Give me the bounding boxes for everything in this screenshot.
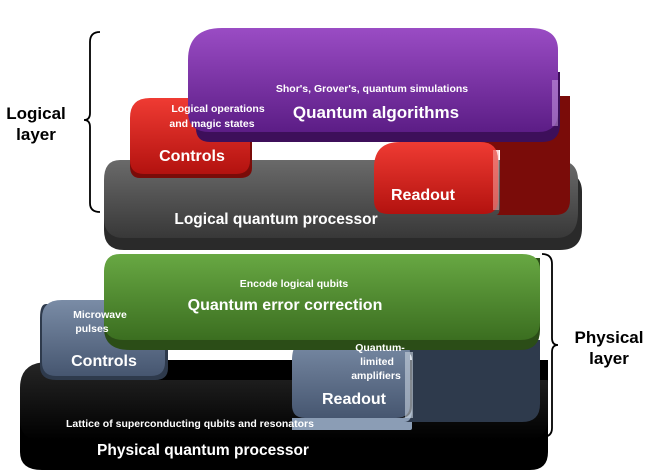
physical-controls-subtitle-line1: Microwave bbox=[73, 309, 127, 321]
physical-processor-title: Physical quantum processor bbox=[97, 442, 309, 459]
physical-layer-label: Physical layer bbox=[570, 327, 648, 369]
logical-layer-label-line1: Logical bbox=[6, 104, 66, 123]
physical-controls-subtitle-line2: pulses bbox=[75, 323, 108, 335]
logical-layer-bracket bbox=[83, 31, 101, 213]
physical-readout-subtitle-line3: amplifiers bbox=[351, 370, 401, 382]
logical-controls-subtitle-line2: and magic states bbox=[169, 118, 254, 130]
quantum-algorithms-block bbox=[188, 28, 560, 142]
error-correction-block bbox=[104, 254, 540, 350]
error-correction-title: Quantum error correction bbox=[188, 297, 383, 314]
physical-layer-bracket bbox=[541, 253, 559, 438]
logical-layer-label: Logical layer bbox=[2, 103, 70, 145]
physical-readout-subtitle-line2: limited bbox=[360, 356, 394, 368]
physical-processor-subtitle: Lattice of superconducting qubits and re… bbox=[66, 418, 314, 430]
error-correction-subtitle: Encode logical qubits bbox=[240, 278, 349, 290]
physical-readout-subtitle-line1: Quantum- bbox=[355, 342, 405, 354]
logical-processor-title: Logical quantum processor bbox=[174, 211, 377, 228]
physical-readout-title: Readout bbox=[322, 391, 387, 408]
logical-controls-title: Controls bbox=[159, 148, 225, 165]
algorithms-subtitle: Shor's, Grover's, quantum simulations bbox=[276, 83, 468, 95]
logical-readout-title: Readout bbox=[391, 187, 456, 204]
physical-controls-title: Controls bbox=[71, 353, 137, 370]
logical-layer-label-line2: layer bbox=[16, 125, 56, 144]
physical-layer-label-line2: layer bbox=[589, 349, 629, 368]
algorithms-title: Quantum algorithms bbox=[293, 103, 459, 122]
logical-controls-subtitle-line1: Logical operations bbox=[171, 103, 265, 115]
physical-readout-block bbox=[292, 338, 540, 430]
physical-layer-label-line1: Physical bbox=[574, 328, 644, 347]
